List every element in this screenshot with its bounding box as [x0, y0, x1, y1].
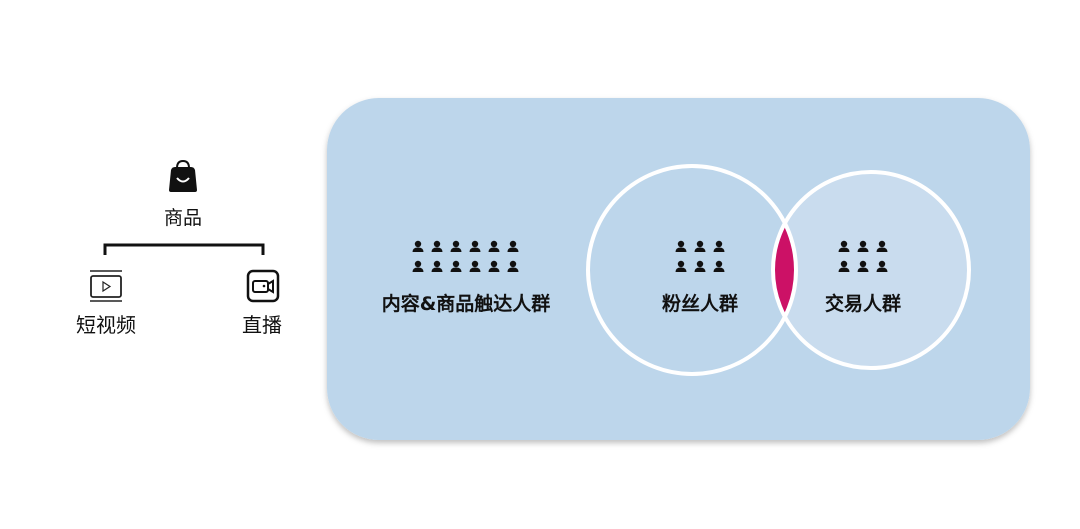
trade-audience-label: 交易人群 [824, 293, 902, 315]
reach-audience-label: 内容&商品触达人群 [381, 293, 551, 315]
trade-circle-fill [773, 172, 969, 368]
fans-audience-label: 粉丝人群 [661, 293, 739, 315]
fans-circle [586, 164, 798, 376]
live-camera-icon [246, 269, 280, 303]
product-label: 商品 [163, 207, 203, 229]
shopping-bag-icon [169, 159, 197, 192]
short-video-icon [90, 270, 122, 302]
short-video-label: 短视频 [76, 313, 136, 337]
live-label: 直播 [242, 313, 282, 337]
tree-connector [103, 243, 265, 255]
trade-circle [771, 170, 971, 370]
